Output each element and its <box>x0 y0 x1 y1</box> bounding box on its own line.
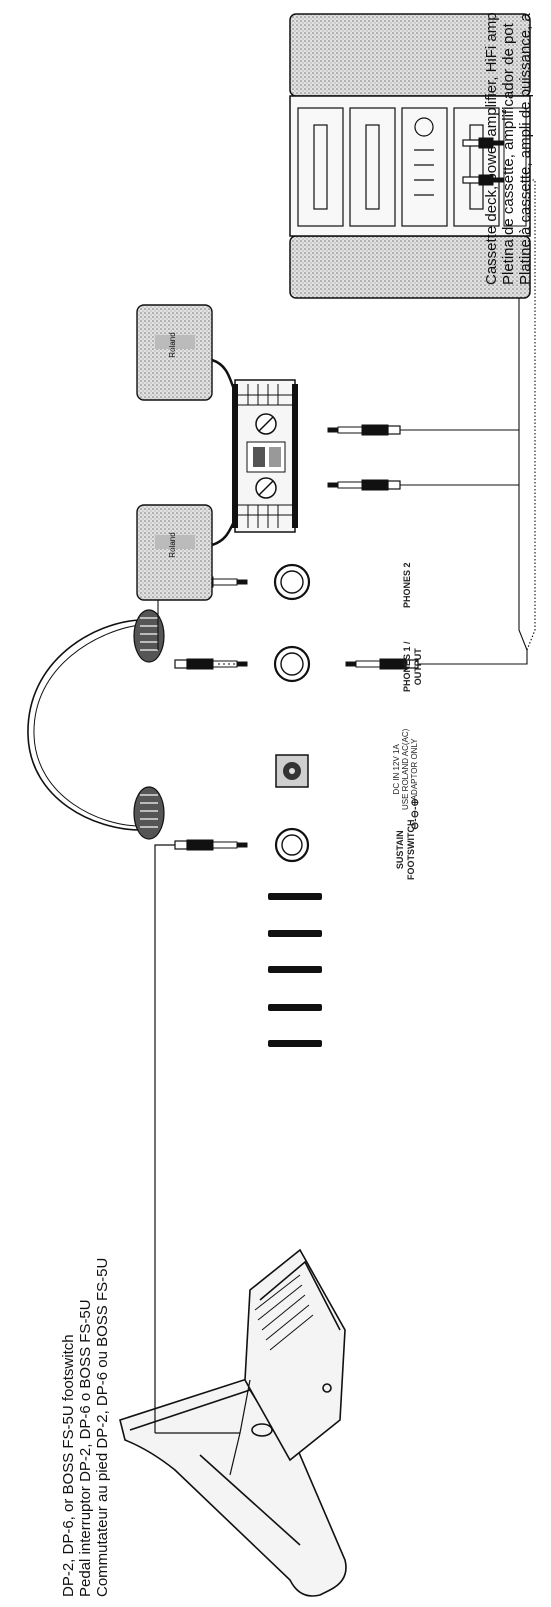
dc-polarity-symbol: ⊖-⊖-⊕ <box>410 798 421 830</box>
footswitch-cable <box>154 844 251 1476</box>
sustain-jack-icon[interactable] <box>274 827 310 863</box>
fs-pedal-icon <box>244 1248 346 1462</box>
rca-plugs <box>462 137 504 186</box>
sustain-label-line1: SUSTAIN <box>395 830 405 870</box>
footswitch-caption-es: Pedal interruptor DP-2, DP-6 o BOSS FS-5… <box>77 1299 94 1597</box>
speaker-right-brand: Roland <box>168 332 177 357</box>
amp-input-plug-1-icon <box>327 479 401 491</box>
power-amplifier-icon <box>232 379 298 533</box>
phones1-output-label: PHONES 1 / OUTPUT <box>402 641 424 692</box>
speaker-left-brand: Roland <box>168 532 177 557</box>
phones1-label-line2: OUTPUT <box>413 648 423 686</box>
output-plug-icon <box>345 658 419 670</box>
phones1-headphone-plug-icon <box>174 658 248 670</box>
speaker-wires <box>211 358 237 547</box>
audio-caption-fr: Platine à cassette, ampli de puissance, … <box>517 13 534 285</box>
phones2-label: PHONES 2 <box>402 562 412 608</box>
stereo-system-icon <box>289 13 531 299</box>
audio-equipment-caption: Cassette deck, power amplifier, HiFi amp… <box>483 12 534 285</box>
amp-input-plug-2-icon <box>327 424 401 436</box>
rear-panel <box>268 563 322 1047</box>
phones2-jack-icon[interactable] <box>273 563 311 601</box>
footswitch-caption: DP-2, DP-6, or BOSS FS-5U footswitch Ped… <box>60 1258 111 1597</box>
footswitch-pedals <box>119 1248 347 1597</box>
dc-in-label-line1: DC IN 12V 1A <box>392 744 401 795</box>
left-earcup-icon <box>133 786 165 840</box>
sustain-plug-icon <box>174 839 248 851</box>
audio-caption-en: Cassette deck, power amplifier, HiFi amp <box>483 12 500 285</box>
panel-vents <box>268 893 322 1047</box>
phones1-output-jack-icon[interactable] <box>273 645 311 683</box>
footswitch-caption-en: DP-2, DP-6, or BOSS FS-5U footswitch <box>60 1334 77 1597</box>
monitor-speaker-right-icon: Roland <box>136 304 213 401</box>
dc-in-label-line2: USE ROLAND AC(AC) <box>401 728 410 810</box>
headphones-icon <box>27 609 165 840</box>
right-earcup-icon <box>133 609 165 663</box>
monitor-speaker-left-icon: Roland <box>136 504 213 601</box>
footswitch-caption-fr: Commutateur au pied DP-2, DP-6 ou BOSS F… <box>94 1257 111 1597</box>
audio-caption-es: Pletina de cassette, amplificador de pot <box>500 23 517 285</box>
dc-in-jack-icon[interactable] <box>275 754 309 788</box>
phones1-label-line1: PHONES 1 / <box>402 641 412 692</box>
